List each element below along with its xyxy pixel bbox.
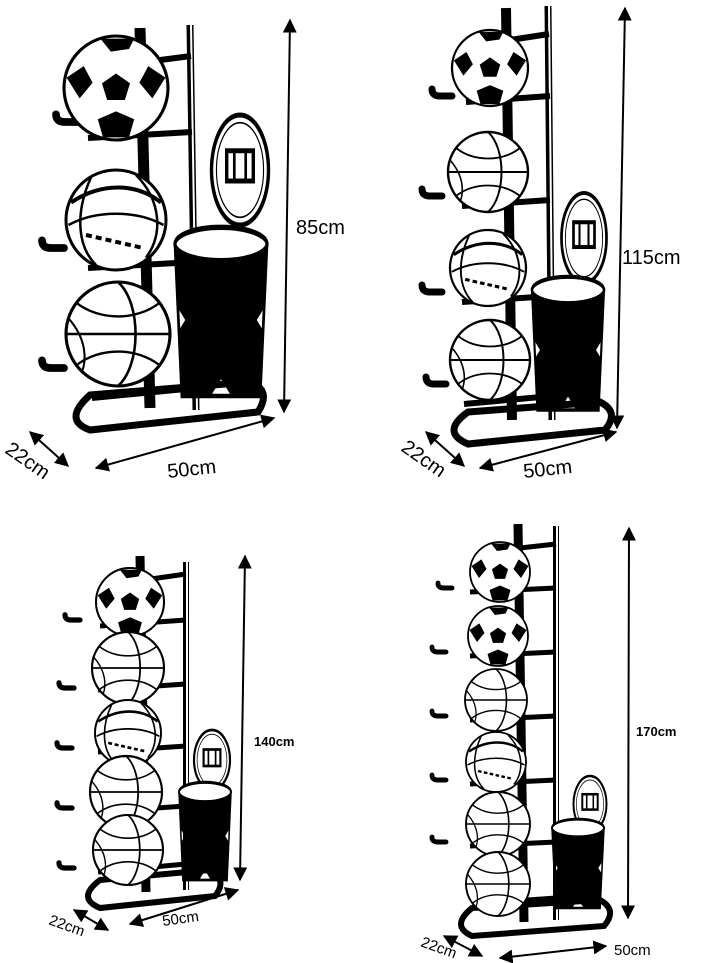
- depth-label-115: 22cm: [397, 436, 450, 482]
- depth-label-140: 22cm: [47, 912, 87, 941]
- width-label-85: 50cm: [166, 456, 217, 483]
- height-label-85: 85cm: [296, 217, 345, 239]
- width-label-140: 50cm: [161, 908, 200, 930]
- height-label-115: 115cm: [622, 247, 681, 269]
- width-label-115: 50cm: [522, 456, 573, 483]
- width-label-170: 50cm: [614, 942, 651, 959]
- rack-drawing-115cm: [422, 5, 615, 448]
- depth-label-170: 22cm: [419, 934, 459, 963]
- rack-drawing-170cm: [432, 523, 613, 940]
- height-label-170: 170cm: [636, 724, 676, 739]
- height-label-140: 140cm: [254, 734, 294, 749]
- rack-drawing-85cm: [42, 25, 269, 434]
- rack-drawing-140cm: [57, 556, 233, 912]
